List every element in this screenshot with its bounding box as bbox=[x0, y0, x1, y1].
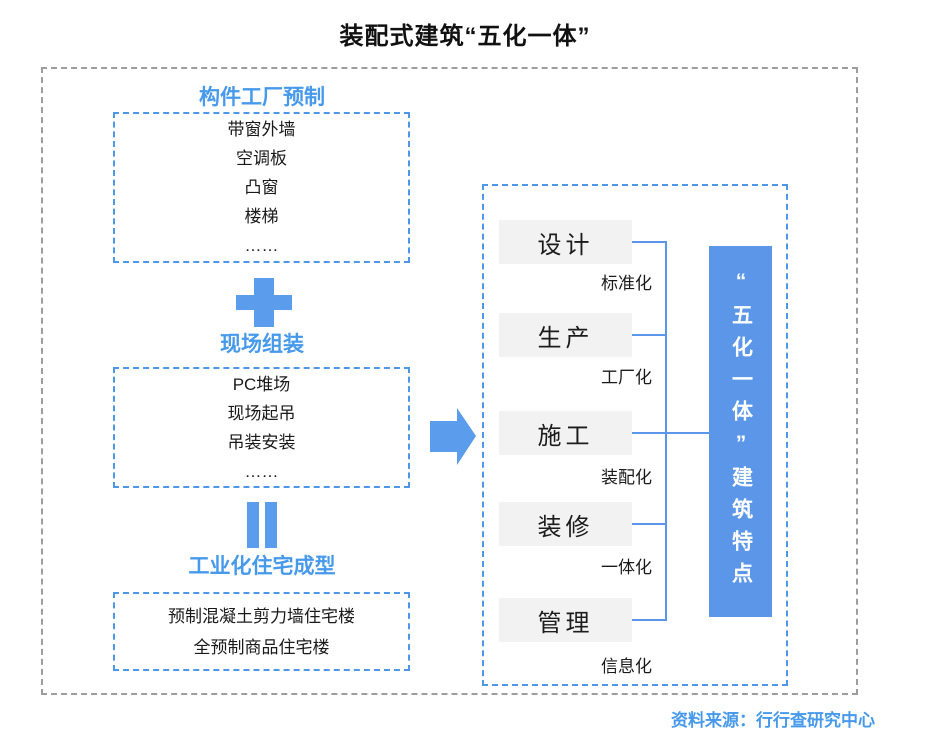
result-box-label: “五化一体”建筑特点 bbox=[729, 269, 753, 594]
left-stage-box-site-assembly: PC堆场 现场起吊 吊装安装 …… bbox=[113, 367, 410, 488]
connector-stub bbox=[632, 334, 667, 336]
arrow-right-icon-body bbox=[430, 421, 457, 452]
left-stage-box-factory-precast: 带窗外墙 空调板 凸窗 楼梯 …… bbox=[113, 112, 410, 263]
left-stage-box-industrialized-housing: 预制混凝土剪力墙住宅楼 全预制商品住宅楼 bbox=[113, 592, 410, 671]
list-item: …… bbox=[244, 236, 279, 255]
connector-main-line bbox=[632, 432, 711, 434]
left-stage-heading-factory-precast: 构件工厂预制 bbox=[199, 86, 325, 109]
list-item: 吊装安装 bbox=[227, 432, 296, 452]
result-box-five-in-one: “五化一体”建筑特点 bbox=[709, 246, 772, 617]
list-item: 楼梯 bbox=[244, 207, 279, 226]
right-panel: 设计 标准化 生产 工厂化 施工 装配化 装修 一体化 管理 信息化 “五化一体… bbox=[482, 184, 788, 686]
plus-icon bbox=[236, 278, 292, 327]
stage-sub-label-standardization: 标准化 bbox=[601, 274, 652, 293]
stage-box-construction: 施工 bbox=[499, 411, 632, 455]
outer-dashed-frame bbox=[41, 67, 858, 695]
stage-sub-label-integration: 一体化 bbox=[601, 558, 652, 577]
stage-box-management: 管理 bbox=[499, 598, 632, 642]
stage-box-decoration: 装修 bbox=[499, 502, 632, 546]
arrow-right-icon bbox=[430, 408, 476, 465]
list-item: 空调板 bbox=[236, 149, 287, 168]
list-item: 凸窗 bbox=[244, 178, 279, 197]
stage-sub-label-assembly: 装配化 bbox=[601, 468, 652, 487]
left-stage-heading-industrialized-housing: 工业化住宅成型 bbox=[188, 555, 336, 578]
left-stage-heading-site-assembly: 现场组装 bbox=[220, 333, 304, 356]
equals-icon bbox=[247, 502, 277, 548]
connector-stub bbox=[632, 241, 667, 243]
list-item: 带窗外墙 bbox=[227, 120, 296, 139]
arrow-right-icon-head bbox=[457, 408, 476, 465]
plus-icon-horizontal-bar bbox=[236, 295, 292, 310]
list-item: …… bbox=[244, 461, 279, 481]
equals-icon-bar bbox=[247, 502, 259, 548]
equals-icon-bar bbox=[265, 502, 277, 548]
list-item: 预制混凝土剪力墙住宅楼 bbox=[168, 606, 355, 626]
connector-stub bbox=[632, 523, 667, 525]
list-item: PC堆场 bbox=[232, 374, 291, 394]
connector-vertical-line bbox=[665, 241, 667, 621]
stage-sub-label-factorization: 工厂化 bbox=[601, 368, 652, 387]
stage-box-design: 设计 bbox=[499, 220, 632, 264]
stage-box-production: 生产 bbox=[499, 313, 632, 357]
connector-stub bbox=[632, 619, 667, 621]
list-item: 全预制商品住宅楼 bbox=[193, 637, 330, 657]
list-item: 现场起吊 bbox=[227, 403, 296, 423]
stage-sub-label-informatization: 信息化 bbox=[601, 657, 652, 676]
page-title: 装配式建筑“五化一体” bbox=[339, 23, 591, 50]
data-source-credit: 资料来源：行行查研究中心 bbox=[671, 711, 875, 730]
